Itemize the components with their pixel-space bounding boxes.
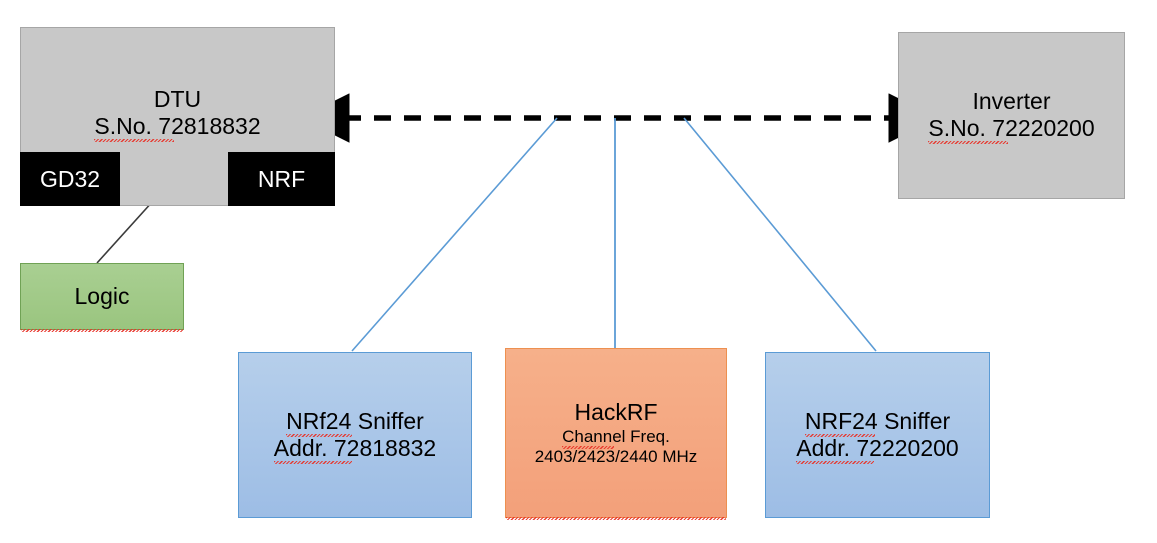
hackrf-line2: Channel Freq.: [562, 426, 670, 449]
logic-analyzer-box[interactable]: Logic: [20, 263, 184, 330]
sniffer-right-line1: NRF24 Sniffer: [804, 407, 951, 438]
inverter-device-box[interactable]: Inverter S.No. 72220200: [898, 32, 1125, 199]
sniffer-left-line1: NRf24 Sniffer: [286, 407, 424, 438]
sniffer-right-box[interactable]: NRF24 Sniffer Addr. 72220200: [765, 352, 990, 518]
hackrf-line3: 2403/2423/2440 MHz: [534, 446, 698, 466]
sniffer-left-box[interactable]: NRf24 Sniffer Addr. 72818832: [238, 352, 472, 518]
dtu-label: DTU: [153, 86, 202, 112]
nrf-chip-label: NRF: [257, 165, 306, 192]
tap-sniffer-right: [683, 117, 877, 352]
sniffer-right-line2: Addr. 72220200: [796, 435, 959, 465]
inverter-serial-label: S.No. 72220200: [928, 115, 1095, 145]
hackrf-box[interactable]: HackRF Channel Freq. 2403/2423/2440 MHz: [505, 348, 727, 518]
inverter-label: Inverter: [972, 88, 1051, 114]
logic-label: Logic: [74, 282, 130, 309]
gd32-chip[interactable]: GD32: [20, 152, 120, 206]
gd32-chip-label: GD32: [39, 165, 101, 192]
sniffer-left-line2: Addr. 72818832: [273, 435, 437, 465]
nrf-chip[interactable]: NRF: [228, 152, 335, 206]
tap-sniffer-left: [351, 117, 558, 352]
dtu-serial-label: S.No. 72818832: [94, 113, 261, 143]
hackrf-line1: HackRF: [574, 399, 658, 426]
